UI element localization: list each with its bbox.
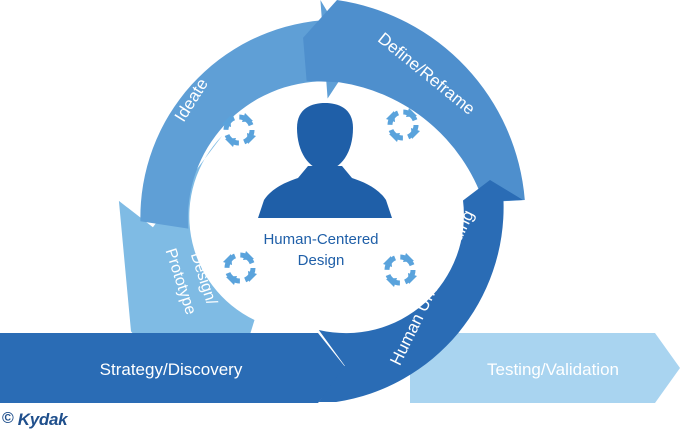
human-understanding-segment bbox=[318, 180, 523, 402]
center-title-line1: Human-Centered bbox=[263, 231, 378, 248]
ideate-segment bbox=[140, 0, 355, 229]
center-title-line2: Design bbox=[298, 252, 345, 269]
cycle-arrows-icon bbox=[223, 251, 257, 285]
cycle-arrows-icon bbox=[383, 253, 417, 287]
kydak-logo: © Kydak bbox=[2, 408, 68, 430]
define-reframe-segment bbox=[303, 0, 525, 203]
cycle-arrows-icon bbox=[386, 108, 420, 142]
brand-name: Kydak bbox=[17, 409, 68, 429]
person-icon bbox=[258, 103, 392, 218]
strategy-discovery-label: Strategy/Discovery bbox=[100, 360, 243, 379]
testing-validation-arrow bbox=[410, 333, 680, 403]
strategy-discovery-arrow bbox=[0, 333, 346, 403]
copyright-symbol: © bbox=[2, 410, 14, 427]
testing-validation-label: Testing/Validation bbox=[487, 360, 619, 379]
